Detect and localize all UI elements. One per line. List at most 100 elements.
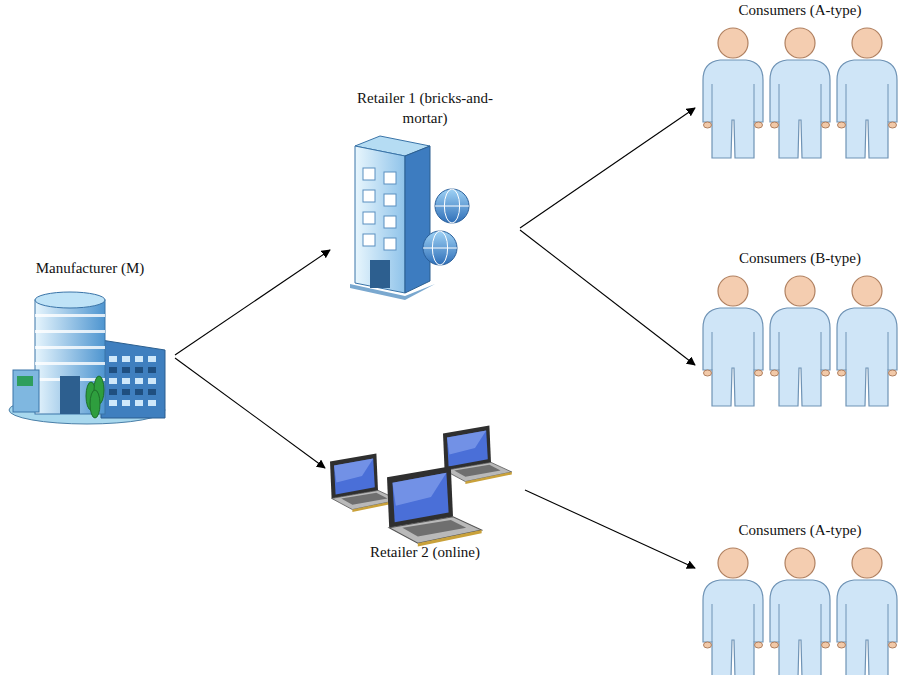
figure-hand xyxy=(822,642,830,648)
figure-hand xyxy=(771,642,779,648)
screen-glare xyxy=(393,473,447,506)
factory-icon xyxy=(9,292,165,424)
window xyxy=(384,172,396,184)
figure-hand xyxy=(704,122,712,128)
figure-hand xyxy=(704,642,712,648)
node-label: Consumers (A-type) xyxy=(698,520,903,540)
figure-head xyxy=(785,276,815,306)
figure-body xyxy=(770,308,830,406)
figure-arm xyxy=(888,332,889,370)
consumers-icon xyxy=(703,28,897,158)
consumer-figure xyxy=(703,548,763,675)
window xyxy=(135,389,143,395)
figure-arm xyxy=(821,332,822,370)
tower-stripe xyxy=(35,330,105,333)
figure-arm xyxy=(846,604,847,642)
store-door xyxy=(370,260,390,288)
consumer-figure xyxy=(770,28,830,158)
figure-arm xyxy=(846,332,847,370)
figure-head xyxy=(718,548,748,578)
laptops-icon xyxy=(330,426,512,547)
window xyxy=(135,356,143,362)
figure-body xyxy=(770,60,830,158)
factory-node: Manufacturer (M) xyxy=(5,258,175,430)
factory-annex xyxy=(13,370,39,412)
figure-head xyxy=(785,28,815,58)
figure-hand xyxy=(838,370,846,376)
laptop-base xyxy=(389,517,481,543)
window xyxy=(363,234,375,246)
figure-body xyxy=(837,580,897,675)
window xyxy=(122,367,130,373)
consumer-figure xyxy=(837,28,897,158)
node-label: Manufacturer (M) xyxy=(8,258,173,278)
window xyxy=(135,378,143,384)
window xyxy=(148,378,156,384)
window xyxy=(384,216,396,228)
flow-arrow xyxy=(520,230,695,365)
figure-hand xyxy=(704,370,712,376)
window xyxy=(122,378,130,384)
laptop-base xyxy=(445,462,512,481)
figure-arm xyxy=(779,332,780,370)
consumer-group: Consumers (B-type) xyxy=(695,248,905,413)
figure-hand xyxy=(755,370,763,376)
consumer-figure xyxy=(703,28,763,158)
figure-arm xyxy=(779,604,780,642)
window xyxy=(109,367,117,373)
consumer-figure xyxy=(770,276,830,406)
flow-arrow xyxy=(175,358,325,468)
node-illustration xyxy=(695,520,905,675)
laptop-keyboard xyxy=(402,520,466,537)
store-side xyxy=(405,146,430,293)
figure-head xyxy=(852,548,882,578)
tower-stripe xyxy=(35,346,105,349)
figure-arm xyxy=(754,332,755,370)
window xyxy=(363,212,375,224)
figure-arm xyxy=(821,604,822,642)
window xyxy=(122,389,130,395)
figure-hand xyxy=(771,370,779,376)
figure-body xyxy=(703,580,763,675)
figure-hand xyxy=(838,122,846,128)
screen-glare xyxy=(447,430,486,454)
node-illustration xyxy=(5,258,175,430)
figure-hand xyxy=(889,122,897,128)
node-label: Retailer 1 (bricks-and-mortar) xyxy=(350,88,500,128)
window xyxy=(148,367,156,373)
window xyxy=(363,190,375,202)
factory-sign xyxy=(17,376,33,386)
laptop xyxy=(443,426,512,484)
window xyxy=(363,168,375,180)
window xyxy=(122,356,130,362)
figure-body xyxy=(703,60,763,158)
laptop-keyboard xyxy=(341,493,387,505)
consumers-icon xyxy=(703,276,897,406)
factory-door xyxy=(60,376,80,414)
node-illustration xyxy=(695,0,905,165)
figure-body xyxy=(837,60,897,158)
figure-arm xyxy=(712,604,713,642)
figure-arm xyxy=(846,84,847,122)
consumer-figure xyxy=(837,276,897,406)
figure-arm xyxy=(712,332,713,370)
figure-hand xyxy=(822,122,830,128)
laptop-keyboard xyxy=(454,465,500,477)
globe-equator xyxy=(423,248,457,249)
window xyxy=(148,389,156,395)
consumer-group: Consumers (A-type) xyxy=(695,520,905,675)
figure-head xyxy=(852,276,882,306)
consumers-icon xyxy=(703,548,897,675)
node-label: Retailer 2 (online) xyxy=(330,542,520,562)
consumer-group: Consumers (A-type) xyxy=(695,0,905,165)
flow-arrow xyxy=(525,490,695,568)
node-label: Consumers (B-type) xyxy=(698,248,903,268)
figure-hand xyxy=(838,642,846,648)
window xyxy=(135,367,143,373)
figure-hand xyxy=(889,370,897,376)
figure-body xyxy=(770,580,830,675)
figure-hand xyxy=(755,122,763,128)
flow-arrow xyxy=(175,250,330,355)
screen-glare xyxy=(334,458,373,482)
